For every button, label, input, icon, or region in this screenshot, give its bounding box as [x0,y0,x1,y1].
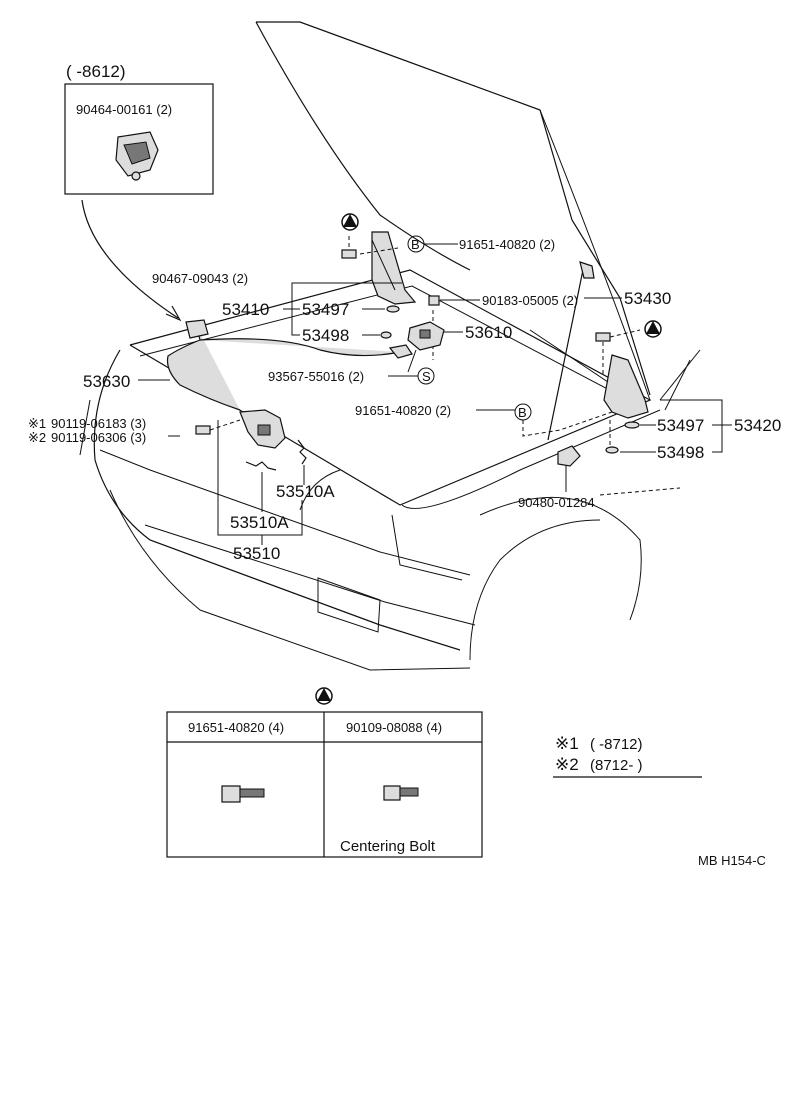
washer-53498-right-icon [605,446,619,454]
inset-part-number: 90464-00161 (2) [76,102,172,117]
label-53430: 53430 [624,289,671,308]
label-53510a-lower: 53510A [230,513,289,532]
bushing-53497-right-icon [624,421,640,429]
centering-bolt-caption: Centering Bolt [340,838,436,855]
bolt-icon-left-hinge [341,236,357,259]
label-53420: 53420 [734,416,781,435]
washer-53498-icon [380,331,392,339]
triangle-icon-left [341,213,359,231]
label-53497-a: 53497 [302,300,349,319]
label-53630: 53630 [83,372,130,391]
cable-end-icon [388,344,413,359]
latch-group-53510: ※1 90119-06183 (3) ※2 90119-06306 (3) 53… [28,409,335,563]
diagram-code: MB H154-C [698,853,766,868]
svg-text:B: B [411,237,420,252]
label-53410: 53410 [222,300,269,319]
label-53498-a: 53498 [302,326,349,345]
label-53498-b: 53498 [657,443,704,462]
bolt-table: 91651-40820 (4) 90109-08088 (4) Centerin… [166,687,483,858]
inset-top-left: ( -8612) 90464-00161 (2) [64,62,214,322]
hood-outline [255,21,651,401]
mark-2-left: ※2 [28,430,46,445]
hinge-right-group: 91651-40820 (2) B 53497 53498 53420 9048… [355,320,781,510]
hinge-left-group: B 91651-40820 (2) 90467-09043 (2) 53410 … [152,213,578,385]
callout-b-1: B [407,235,425,253]
inset-range-label: ( -8612) [66,62,126,81]
label-53497-b: 53497 [657,416,704,435]
note-2-range: (8712- ) [590,757,643,774]
label-93567-55016: 93567-55016 (2) [268,369,364,384]
label-90480-01284: 90480-01284 [518,495,595,510]
clip-90480-icon [557,445,581,467]
callout-b-2: B [514,403,532,421]
latch-53510-icon [239,409,286,449]
note-1-range: ( -8712) [590,736,643,753]
bolt-91651-icon [221,785,265,803]
svg-text:S: S [422,369,431,384]
triangle-icon-table [315,687,333,705]
label-91651-40820-a: 91651-40820 (2) [459,237,555,252]
hinge-53420-icon [603,354,649,419]
hood-support-rod-53430: 53430 [547,261,671,441]
bushing-53497-icon [386,305,400,313]
spring-53510a-right-icon [297,439,307,465]
clip-icon [115,131,159,181]
release-cable-53630: 53630 [83,319,413,411]
label-53610: 53610 [465,323,512,342]
note-1-mark: ※1 [555,734,579,753]
triangle-icon-right [644,320,662,338]
label-90183-05005: 90183-05005 (2) [482,293,578,308]
label-53510: 53510 [233,544,280,563]
label-53510a-upper: 53510A [276,482,335,501]
inset-arrow [81,199,179,319]
label-90119-06183: 90119-06183 (3) [51,416,146,431]
bolt-90119-icon [195,425,211,435]
mark-1-left: ※1 [28,416,46,431]
spring-53510a-left-icon [245,461,277,471]
label-90119-06306: 90119-06306 (3) [51,430,146,445]
label-90467-09043: 90467-09043 (2) [152,271,248,286]
svg-text:B: B [518,405,527,420]
label-91651-40820-b: 91651-40820 (2) [355,403,451,418]
clip-90467-icon [185,319,209,339]
centering-bolt-icon [383,785,419,801]
inset-frame [64,83,214,195]
bolt-table-col2: 90109-08088 (4) [346,720,442,735]
bolt-table-col1: 91651-40820 (4) [188,720,284,735]
notes: ※1 ( -8712) ※2 (8712- ) [553,734,702,778]
car-body [79,269,701,671]
nut-90183-icon [428,295,440,306]
note-2-mark: ※2 [555,755,579,774]
lock-53610-icon [407,321,445,351]
bolt-icon-right-hinge [595,329,641,342]
callout-s: S [417,367,435,385]
